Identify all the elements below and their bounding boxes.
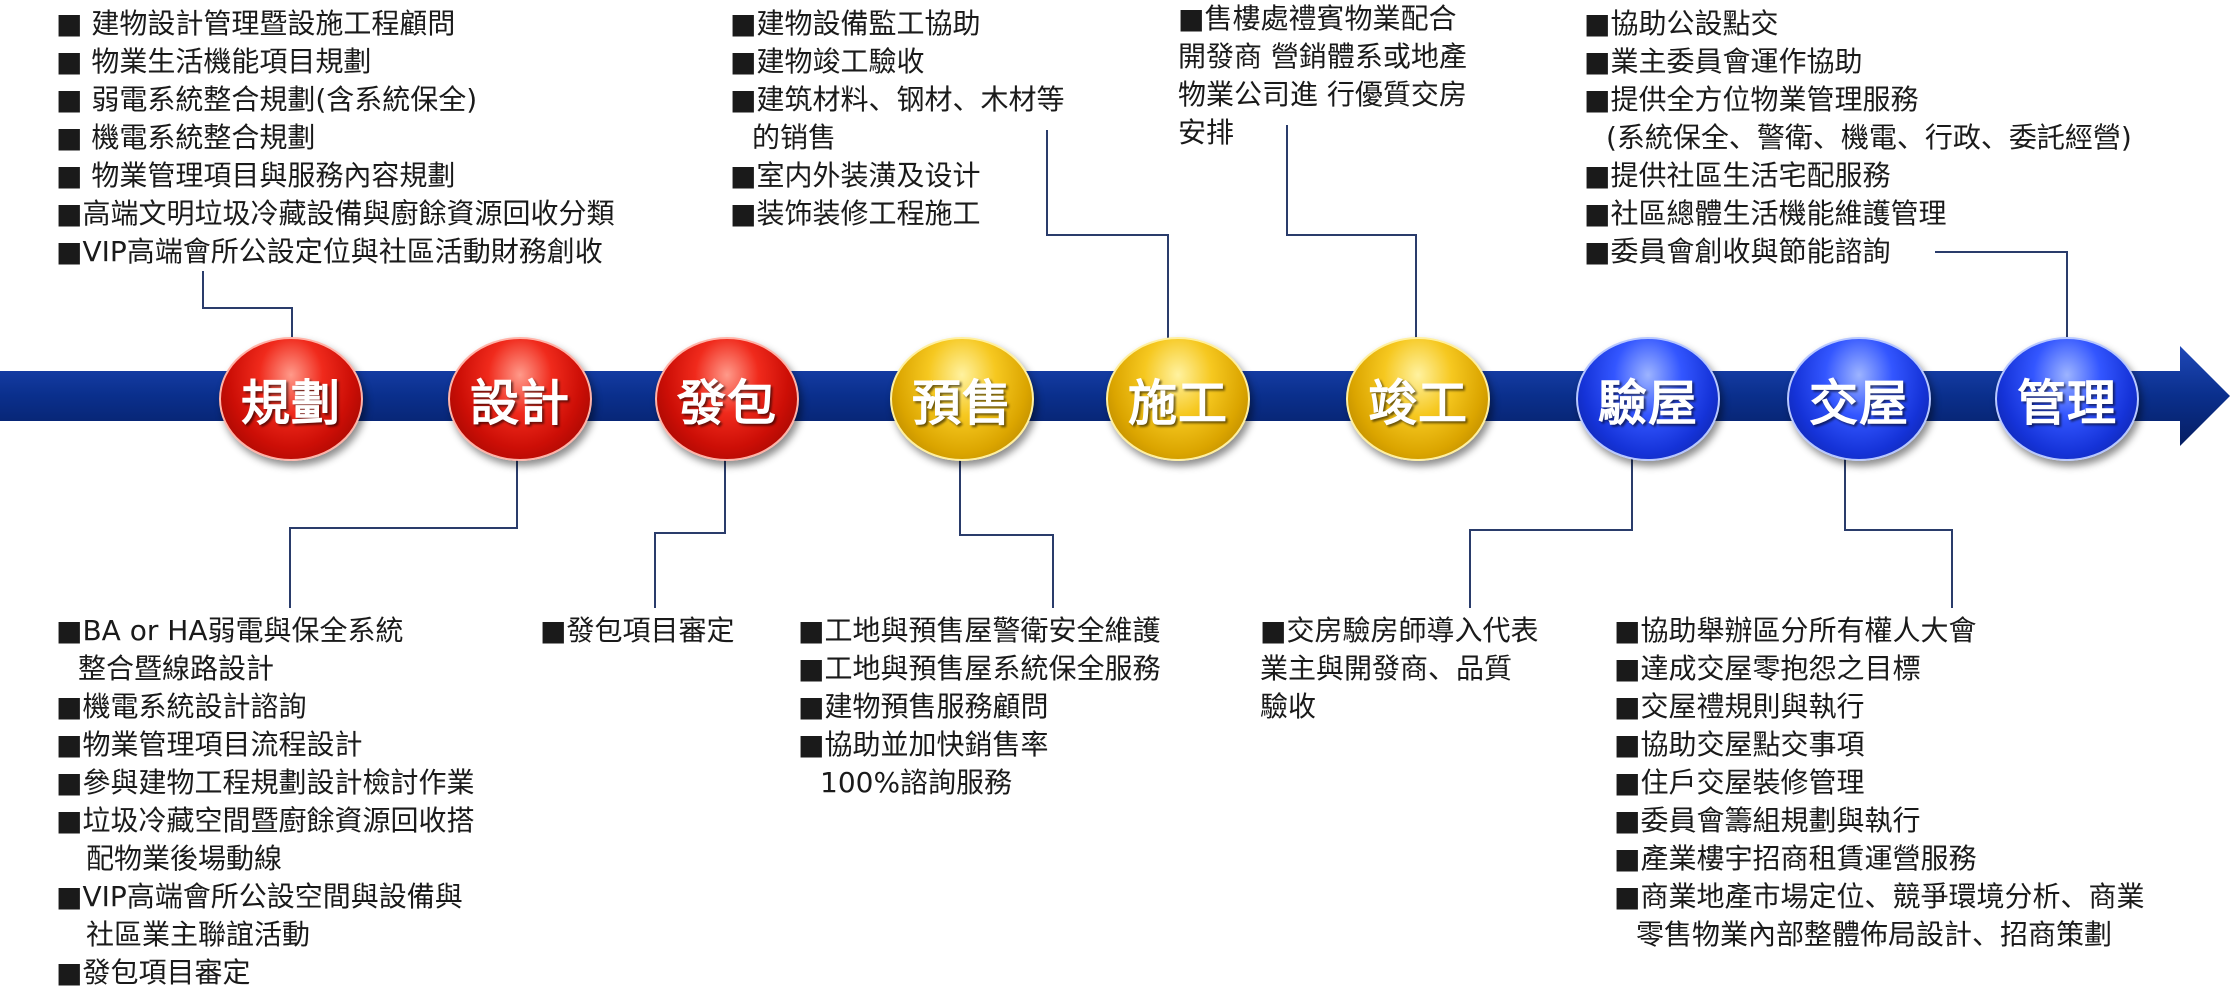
list-item: ■提供全方位物業管理服務 (系統保全、警衛、機電、行政、委託經營) [1584,81,2132,157]
list-item-line: 的销售 [752,121,837,154]
connector-tender [654,455,726,608]
list-item: ■ 弱電系統整合規劃(含系統保全) [56,83,478,116]
list-item-line: 100%諮詢服務 [820,766,1013,799]
list-item-line: ■提供全方位物業管理服務 [1584,83,1919,116]
list-item: ■ 機電系統整合規劃 [56,121,316,154]
list-item: ■商業地產市場定位、競爭環境分析、商業 零售物業內部整體佈局設計、招商策劃 [1614,878,2144,954]
list-item: ■ 物業生活機能項目規劃 [56,45,372,78]
list-item: ■委員會籌組規劃與執行 [1614,804,1921,837]
stage-completion: 竣工 [1346,337,1490,461]
list-item-line: ■商業地產市場定位、競爭環境分析、商業 [1614,880,2145,913]
completion-notes: ■售樓處禮賓物業配合 開發商 營銷體系或地產 物業公司進 行優質交房 安排 [1178,0,1467,152]
stage-tender: 發包 [655,337,799,461]
connector-presale [959,455,1054,608]
construction-notes: ■建物設備監工協助 ■建物竣工驗收 ■建筑材料、钢材、木材等 的销售 ■室内外装… [730,5,1064,233]
list-item: ■物業管理項目流程設計 [56,728,363,761]
list-item: ■參與建物工程規劃設計檢討作業 [56,766,475,799]
connector-management [1935,251,2068,340]
list-item: ■發包項目審定 [56,956,251,989]
list-item: ■業主委員會運作協助 [1584,45,1863,78]
connector-handover [1844,455,1953,608]
list-item: ■垃圾冷藏空間暨廚餘資源回收搭 配物業後場動線 [56,802,474,878]
stage-inspection: 驗屋 [1576,337,1720,461]
list-item: ■提供社區生活宅配服務 [1584,159,1891,192]
list-item: ■協助並加快銷售率 100%諮詢服務 [798,726,1160,802]
list-item-line: (系統保全、警衛、機電、行政、委託經營) [1606,121,2132,154]
list-item-line: 業主與開發商、品質 [1260,652,1513,685]
planning-notes: ■ 建物設計管理暨設施工程顧問 ■ 物業生活機能項目規劃 ■ 弱電系統整合規劃(… [56,5,614,271]
list-item: ■工地與預售屋系統保全服務 [798,652,1161,685]
list-item-line: ■建筑材料、钢材、木材等 [730,83,1065,116]
list-item: ■機電系統設計諮詢 [56,690,307,723]
connector-inspection [1469,455,1633,608]
list-item-line: ■協助並加快銷售率 [798,728,1049,761]
list-item: ■委員會創收與節能諮詢 [1584,235,1891,268]
presale-notes: ■工地與預售屋警衛安全維護 ■工地與預售屋系統保全服務 ■建物預售服務顧問 ■協… [798,612,1160,802]
management-notes: ■協助公設點交 ■業主委員會運作協助 ■提供全方位物業管理服務 (系統保全、警衛… [1584,5,2132,271]
list-item: ■發包項目審定 [540,614,735,647]
connector-completion [1286,125,1417,340]
list-item: ■装饰装修工程施工 [730,197,981,230]
list-item: ■建物竣工驗收 [730,45,925,78]
list-item-line: 驗收 [1260,690,1317,723]
list-item: ■達成交屋零抱怨之目標 [1614,652,1921,685]
list-item: ■VIP高端會所公設定位與社區活動財務創收 [56,235,603,268]
list-item: ■BA or HA弱電與保全系統 整合暨線路設計 [56,612,474,688]
stage-planning: 規劃 [219,337,363,461]
list-item: ■協助舉辦區分所有權人大會 [1614,614,1977,647]
list-item-line: ■BA or HA弱電與保全系統 [56,614,404,647]
list-item-line: 整合暨線路設計 [78,652,275,685]
list-item-line: ■垃圾冷藏空間暨廚餘資源回收搭 [56,804,475,837]
stage-design: 設計 [448,337,592,461]
list-item-line: 安排 [1178,116,1235,149]
stage-management: 管理 [1995,337,2139,461]
list-item: ■建物預售服務顧問 [798,690,1049,723]
list-item: ■VIP高端會所公設空間與設備與 社區業主聯誼活動 [56,878,474,954]
list-item: ■建筑材料、钢材、木材等 的销售 [730,81,1064,157]
list-item: ■室内外装潢及设计 [730,159,981,192]
list-item: ■交屋禮規則與執行 [1614,690,1865,723]
list-item: ■協助交屋點交事項 [1614,728,1865,761]
list-item: ■工地與預售屋警衛安全維護 [798,614,1161,647]
list-item-line: 零售物業內部整體佈局設計、招商策劃 [1636,918,2113,951]
stage-handover: 交屋 [1787,337,1931,461]
list-item: ■社區總體生活機能維護管理 [1584,197,1947,230]
list-item: ■交房驗房師導入代表 業主與開發商、品質 驗收 [1260,612,1538,726]
list-item-line: 物業公司進 行優質交房 [1178,78,1467,111]
list-item-line: 配物業後場動線 [86,842,283,875]
list-item-line: ■交房驗房師導入代表 [1260,614,1539,647]
list-item-line: 社區業主聯誼活動 [86,918,311,951]
stage-presale: 預售 [890,337,1034,461]
stage-construction: 施工 [1106,337,1250,461]
connector-design [289,455,518,608]
list-item: ■產業樓宇招商租賃運營服務 [1614,842,1977,875]
connector-construction [1046,130,1169,340]
inspection-notes: ■交房驗房師導入代表 業主與開發商、品質 驗收 [1260,612,1538,726]
list-item-line: 開發商 營銷體系或地產 [1178,40,1467,73]
list-item-line: ■VIP高端會所公設空間與設備與 [56,880,463,913]
list-item: ■協助公設點交 [1584,7,1779,40]
list-item: ■ 建物設計管理暨設施工程顧問 [56,7,456,40]
list-item-line: ■售樓處禮賓物業配合 [1178,2,1457,35]
connector-planning [202,271,293,340]
design-notes: ■BA or HA弱電與保全系統 整合暨線路設計 ■機電系統設計諮詢 ■物業管理… [56,612,474,992]
list-item: ■建物設備監工協助 [730,7,981,40]
list-item: ■ 物業管理項目與服務內容規劃 [56,159,456,192]
handover-notes: ■協助舉辦區分所有權人大會 ■達成交屋零抱怨之目標 ■交屋禮規則與執行 ■協助交… [1614,612,2144,954]
list-item: ■高端文明垃圾冷藏設備與廚餘資源回收分類 [56,197,615,230]
tender-notes: ■發包項目審定 [540,612,734,650]
list-item: ■售樓處禮賓物業配合 開發商 營銷體系或地產 物業公司進 行優質交房 安排 [1178,0,1467,152]
list-item: ■住戶交屋裝修管理 [1614,766,1865,799]
